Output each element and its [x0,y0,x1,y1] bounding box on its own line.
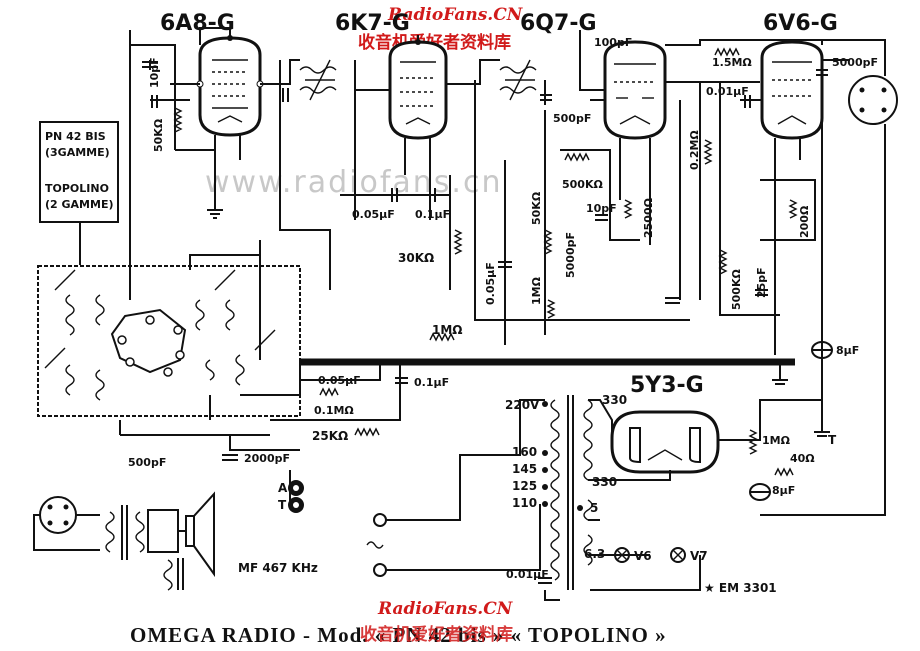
label-005-c: 0.05μF [318,374,361,387]
diagram-title: OMEGA RADIO - Mod. « PN 42 bis » « TOPOL… [130,623,667,647]
lamp-v7-label: V7 [690,549,708,563]
label-1m-b: 1MΩ [762,434,791,447]
label-2000pf: 2000pF [244,452,290,465]
models-line-2: (3GAMME) [45,146,110,159]
label-10pf: 10pF [148,57,161,88]
if-frequency-note: MF 467 KHz [238,561,318,575]
tap-220v: 220V [505,398,540,412]
models-line-1: PN 42 BIS [45,130,106,143]
sec-330-b: 330 [592,475,617,489]
label-200: 200Ω [798,205,811,238]
label-02m: 0.2MΩ [688,130,701,170]
resistors [173,47,798,477]
label-8mf-b: 8μF [772,484,795,497]
power-transformer-icon [459,395,822,601]
label-500pf-a: 500pF [553,112,591,125]
tube-label-6k7g: 6K7-G [335,11,410,36]
em-code-note: ★ EM 3301 [704,581,777,595]
watermark-site-top: RadioFans.CN [387,5,524,25]
models-line-3: TOPOLINO [45,182,109,195]
speaker-socket-icon [848,75,898,125]
tube-label-6q7g: 6Q7-G [520,11,597,36]
tube-label-5y3g: 5Y3-G [630,373,704,398]
tube-6k7g [388,39,448,140]
wiring [119,27,886,516]
pilot-lamp-v7-icon [670,547,686,563]
label-5000pf-b: 5000pF [832,56,878,69]
watermark-site-bottom: RadioFans.CN [377,599,514,619]
label-500pf-b: 500pF [128,456,166,469]
label-001-b: 0.01μF [506,568,549,581]
transformer-taps [542,401,583,511]
terminal-a-label: A [278,481,288,495]
terminal-t-right-label: T [828,433,837,447]
tap-145: 145 [512,462,537,476]
label-005-b: 0.05μF [484,262,497,305]
terminal-t-label: T [278,498,287,512]
label-8mf-a: 8μF [836,344,859,357]
electrolytic-cap-2-icon [749,483,771,501]
tube-6v6g [760,40,824,140]
models-line-4: (2 GAMME) [45,198,114,211]
models-box [39,121,119,223]
label-500k-a: 500KΩ [562,178,603,191]
sec-5: 5 [590,501,598,515]
label-01-a: 0.1μF [415,208,450,221]
watermark-chinese-bottom: 收音机爱好者资料库 [360,624,513,645]
label-1m-a: 1MΩ [530,276,543,305]
ground-terminal-icon [288,497,304,513]
tube-6a8g [196,35,264,137]
label-01m: 0.1MΩ [314,404,354,417]
label-1m-bus: 1MΩ [432,323,463,337]
lamp-v6-label: V6 [634,549,652,563]
label-15m: 1.5MΩ [712,56,752,69]
label-100pf: 100pF [594,36,632,49]
label-25k: 25KΩ [312,429,348,443]
label-10pf-b: 10pF [586,202,617,215]
tube-5y3g [610,410,720,474]
band-switch-box [37,265,301,417]
sec-330-a: 330 [602,393,627,407]
label-500k-b: 500KΩ [730,269,743,310]
label-01-b: 0.1μF [414,376,449,389]
tube-label-6a8g: 6A8-G [160,11,235,36]
label-5000pf-a: 5000pF [564,232,577,278]
tap-160: 160 [512,445,537,459]
label-50k-b: 50KΩ [530,191,543,225]
loudspeaker-icon [33,491,215,591]
if-transformer-2-icon [499,59,537,101]
capacitors [142,61,828,584]
sec-63: 6.3 [584,547,605,561]
tap-125: 125 [512,479,537,493]
tube-6q7g [603,40,667,140]
label-005-a: 0.05μF [352,208,395,221]
label-40: 40Ω [790,452,815,465]
pilot-lamp-v6-icon [614,547,630,563]
tube-label-6v6g: 6V6-G [763,11,838,36]
tap-110: 110 [512,496,537,510]
mains-input [366,504,541,577]
label-001: 0.01μF [706,85,749,98]
label-50k-a: 50KΩ [152,118,165,152]
label-30k: 30KΩ [398,251,434,265]
if-transformer-1-icon [299,59,337,101]
antenna-terminal-icon [288,480,304,496]
electrolytic-cap-1-icon [811,341,833,359]
label-25pf: 25pF [755,267,768,298]
label-2500: 2500Ω [642,197,655,238]
